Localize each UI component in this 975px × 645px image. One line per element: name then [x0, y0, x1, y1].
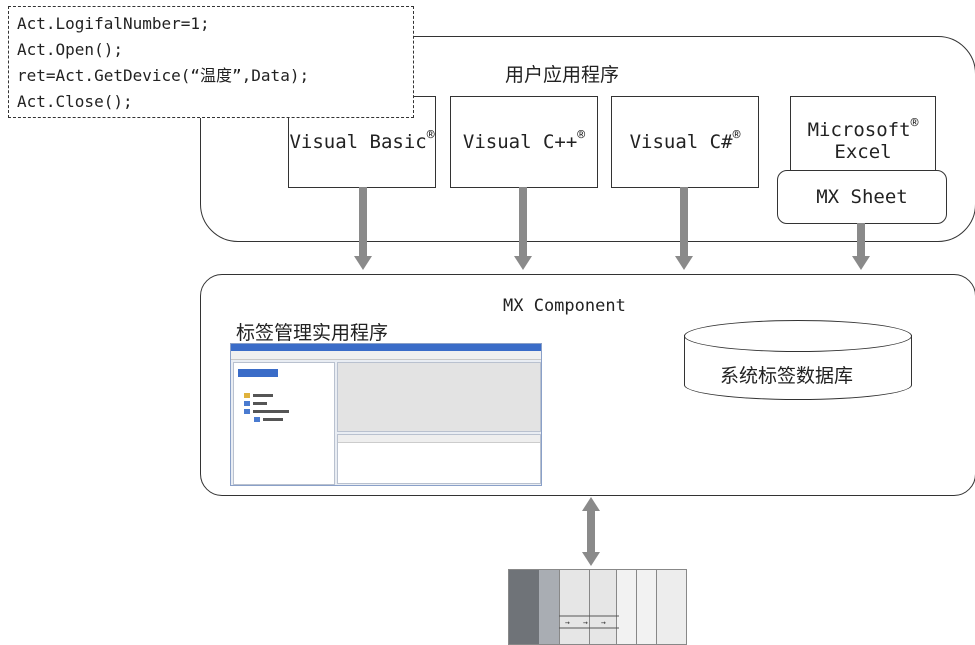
svg-text:→: → — [583, 618, 588, 627]
user-application-title: 用户应用程序 — [505, 64, 620, 86]
up-arrow-icon — [582, 497, 600, 511]
plc-io-module — [589, 570, 617, 644]
tree-pane — [233, 362, 335, 485]
plc-io-module — [616, 570, 637, 644]
arrow-shaft — [857, 223, 865, 257]
plc-io-module — [656, 570, 686, 644]
database-cylinder-top — [684, 320, 912, 352]
arrow-shaft — [519, 187, 527, 257]
window-menubar — [231, 351, 541, 360]
mx-component-title: MX Component — [503, 296, 626, 316]
tree-nodes-icon — [244, 393, 289, 422]
registered-mark: ® — [577, 128, 586, 143]
excel-label: Excel — [834, 141, 892, 163]
visual-cpp-label: Visual C++ — [462, 131, 578, 153]
label-utility-screenshot — [230, 343, 542, 486]
plc-terminal-icon: → → → — [559, 615, 619, 629]
plc-power-module — [509, 570, 539, 644]
list-pane — [337, 434, 541, 484]
code-line: Act.LogifalNumber=1; — [17, 14, 210, 33]
mx-sheet-box: MX Sheet — [777, 170, 947, 224]
arrow-shaft — [587, 510, 595, 552]
main-pane — [337, 362, 541, 432]
plc-io-module — [636, 570, 657, 644]
down-arrow-icon — [852, 256, 870, 270]
list-header — [338, 435, 540, 443]
down-arrow-icon — [582, 552, 600, 566]
svg-text:→: → — [565, 618, 570, 627]
plc-cpu-module — [539, 570, 559, 644]
arrow-shaft — [680, 187, 688, 257]
code-snippet-box: Act.LogifalNumber=1; Act.Open(); ret=Act… — [8, 6, 414, 118]
code-line: Act.Open(); — [17, 40, 123, 59]
registered-mark: ® — [910, 116, 919, 131]
label-management-utility-title: 标签管理实用程序 — [236, 322, 389, 344]
plc-hardware-image: → → → — [508, 569, 687, 645]
code-line: ret=Act.GetDevice(“温度”,Data); — [17, 66, 310, 85]
arrow-shaft — [359, 187, 367, 257]
plc-io-module — [559, 570, 590, 644]
microsoft-label: Microsoft — [807, 119, 911, 141]
registered-mark: ® — [732, 128, 741, 143]
window-titlebar — [231, 344, 541, 351]
visual-csharp-label: Visual C# — [629, 131, 733, 153]
visual-cpp-box: Visual C++® — [450, 96, 598, 188]
microsoft-excel-box: Microsoft® Excel — [790, 96, 936, 172]
system-label-database-label: 系统标签数据库 — [720, 365, 854, 387]
down-arrow-icon — [354, 256, 372, 270]
down-arrow-icon — [675, 256, 693, 270]
tab-header — [238, 369, 278, 377]
visual-csharp-box: Visual C#® — [611, 96, 759, 188]
down-arrow-icon — [514, 256, 532, 270]
svg-text:→: → — [601, 618, 606, 627]
code-line: Act.Close(); — [17, 92, 133, 111]
visual-basic-label: Visual Basic — [289, 131, 427, 153]
registered-mark: ® — [426, 128, 435, 143]
mx-sheet-label: MX Sheet — [816, 186, 908, 208]
